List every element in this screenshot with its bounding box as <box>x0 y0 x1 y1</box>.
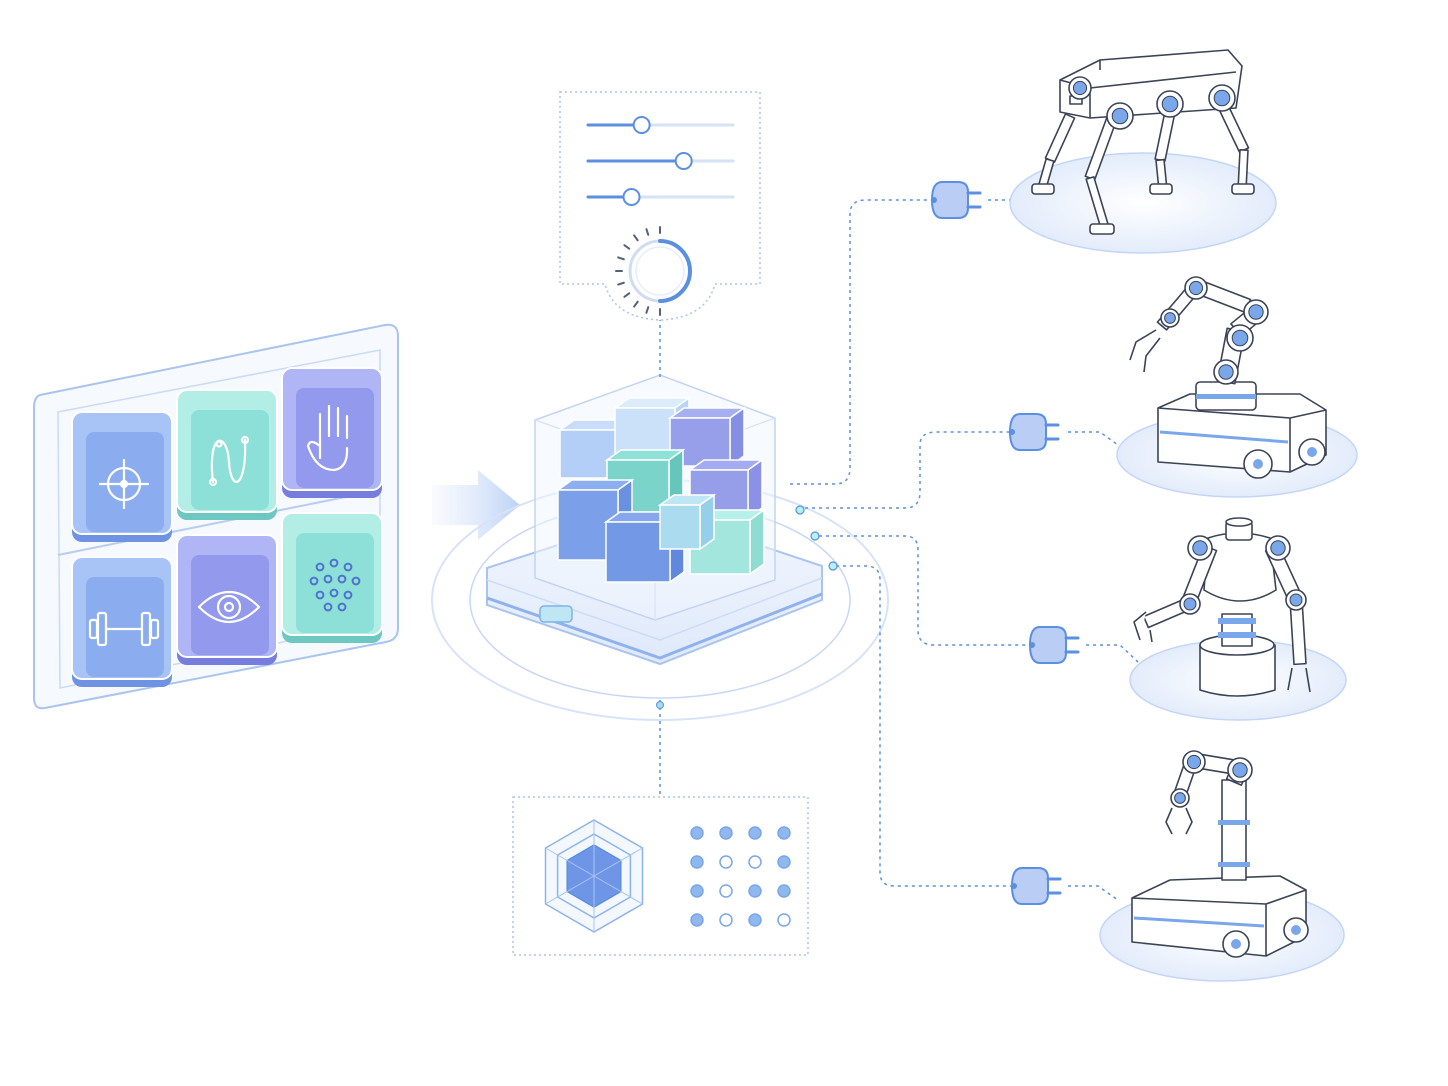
slider-knob[interactable] <box>674 152 693 170</box>
plug-connector-icon <box>1008 413 1060 451</box>
skill-tile[interactable] <box>71 556 173 687</box>
mobile-arm-robot[interactable] <box>1099 750 1345 982</box>
hub-port-icon <box>795 505 805 515</box>
mobile-manipulator-robot[interactable] <box>1116 276 1358 498</box>
core-bottom-port <box>656 701 664 709</box>
analytics-panel <box>512 796 809 956</box>
status-dot <box>777 855 791 869</box>
plug-connector-icon <box>1028 626 1080 664</box>
cube-module <box>657 493 717 551</box>
status-dot <box>748 913 762 927</box>
skill-tile[interactable] <box>176 389 278 520</box>
parameter-slider[interactable] <box>586 188 735 206</box>
core-hub <box>431 318 889 798</box>
slider-knob[interactable] <box>632 116 651 134</box>
plug-connector-icon <box>930 181 982 219</box>
dot-matrix <box>690 826 791 927</box>
status-dot <box>777 884 791 898</box>
status-dot <box>690 855 704 869</box>
skill-library-panel <box>33 323 399 710</box>
status-dot <box>748 826 762 840</box>
status-dot <box>690 826 704 840</box>
dumbbell-icon <box>88 611 160 647</box>
parameter-slider[interactable] <box>586 116 735 134</box>
status-dot <box>690 884 704 898</box>
tuning-dial[interactable] <box>615 226 692 316</box>
skill-tile[interactable] <box>71 411 173 542</box>
modular-cube <box>555 396 767 584</box>
trajectory-curve-icon <box>208 435 250 487</box>
skill-tile[interactable] <box>176 534 278 665</box>
status-dot <box>719 855 733 869</box>
humanoid-torso-robot[interactable] <box>1129 517 1347 721</box>
slider-knob[interactable] <box>622 188 641 206</box>
status-dot <box>719 884 733 898</box>
status-dot <box>777 826 791 840</box>
skill-tile[interactable] <box>281 367 383 498</box>
quadruped-robot[interactable] <box>1009 49 1277 254</box>
status-dot <box>690 913 704 927</box>
status-dot <box>719 826 733 840</box>
radar-chart-icon <box>544 819 644 933</box>
robot-fleet <box>1009 49 1358 982</box>
eye-icon <box>197 591 261 623</box>
skill-tile[interactable] <box>281 512 383 643</box>
parameter-slider[interactable] <box>586 152 735 170</box>
status-dot <box>748 884 762 898</box>
parameter-control-panel <box>559 91 761 321</box>
status-dot <box>719 913 733 927</box>
hub-port-icon <box>810 531 820 541</box>
skill-tiles <box>71 367 383 687</box>
hand-icon <box>306 404 349 472</box>
platform-port-icon <box>539 605 573 623</box>
status-dot <box>777 913 791 927</box>
status-dot <box>748 855 762 869</box>
robot-connections <box>790 181 1139 905</box>
crosshair-icon <box>98 458 150 510</box>
hub-port-icon <box>828 561 838 571</box>
dot-grid-icon <box>309 558 361 612</box>
flow-arrow <box>432 470 520 540</box>
plug-connector-icon <box>1010 867 1062 905</box>
